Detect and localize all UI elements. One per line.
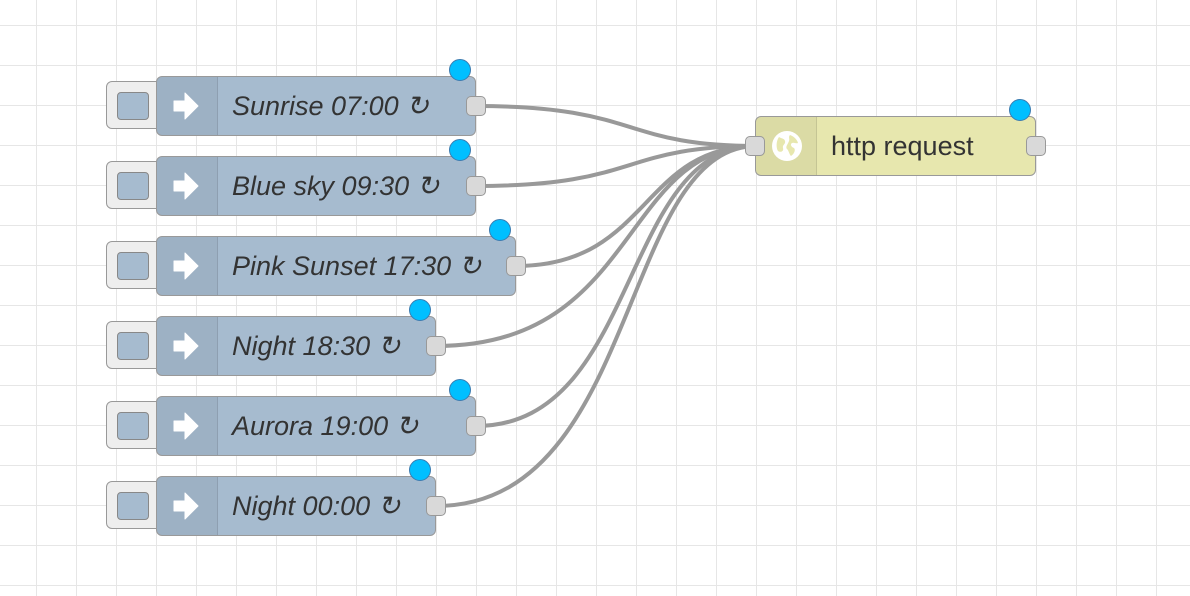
node-body[interactable]: Night 18:30 ↻ [156,316,436,376]
inject-icon-area [157,477,218,535]
wire-sunrise[interactable] [475,104,758,148]
node-body[interactable]: Aurora 19:00 ↻ [156,396,476,456]
inject-icon-area [157,397,218,455]
output-port[interactable] [466,416,486,436]
inject-trigger-square[interactable] [117,492,149,520]
http-request-node[interactable]: http request [745,99,1046,176]
inject-trigger-square[interactable] [117,172,149,200]
inject-trigger-square[interactable] [117,412,149,440]
changed-indicator-dot [409,459,431,481]
output-port[interactable] [1026,136,1046,156]
globe-icon [772,131,802,161]
output-port[interactable] [426,336,446,356]
inject-icon-area [157,237,218,295]
output-port[interactable] [506,256,526,276]
inject-icon-area [157,77,218,135]
node-label: Aurora 19:00 ↻ [232,411,419,441]
http-icon-area [756,117,817,175]
arrow-right-icon [173,92,199,120]
inject-trigger-square[interactable] [117,252,149,280]
wire-aurora[interactable] [475,144,758,428]
inject-trigger-square[interactable] [117,332,149,360]
wire-night-0000[interactable] [435,144,758,508]
changed-indicator-dot [449,139,471,161]
node-label: Blue sky 09:30 ↻ [232,171,440,201]
wire-night-1830[interactable] [435,144,758,348]
node-body[interactable]: Night 00:00 ↻ [156,476,436,536]
node-label: Night 00:00 ↻ [232,491,401,521]
changed-indicator-dot [409,299,431,321]
inject-icon-area [157,317,218,375]
inject-trigger-square[interactable] [117,92,149,120]
inject-icon-area [157,157,218,215]
node-body[interactable]: Pink Sunset 17:30 ↻ [156,236,516,296]
node-label: Night 18:30 ↻ [232,331,401,361]
output-port[interactable] [466,176,486,196]
changed-indicator-dot [449,59,471,81]
output-port[interactable] [466,96,486,116]
arrow-right-icon [173,172,199,200]
arrow-right-icon [173,252,199,280]
input-port[interactable] [745,136,765,156]
node-body[interactable]: Blue sky 09:30 ↻ [156,156,476,216]
arrow-right-icon [173,332,199,360]
changed-indicator-dot [449,379,471,401]
node-label: Pink Sunset 17:30 ↻ [232,251,482,281]
changed-indicator-dot [489,219,511,241]
changed-indicator-dot [1009,99,1031,121]
arrow-right-icon [173,412,199,440]
node-label: Sunrise 07:00 ↻ [232,91,429,121]
node-label: http request [831,131,974,161]
arrow-right-icon [173,492,199,520]
output-port[interactable] [426,496,446,516]
wire-blue-sky[interactable] [475,144,758,188]
node-body[interactable]: Sunrise 07:00 ↻ [156,76,476,136]
